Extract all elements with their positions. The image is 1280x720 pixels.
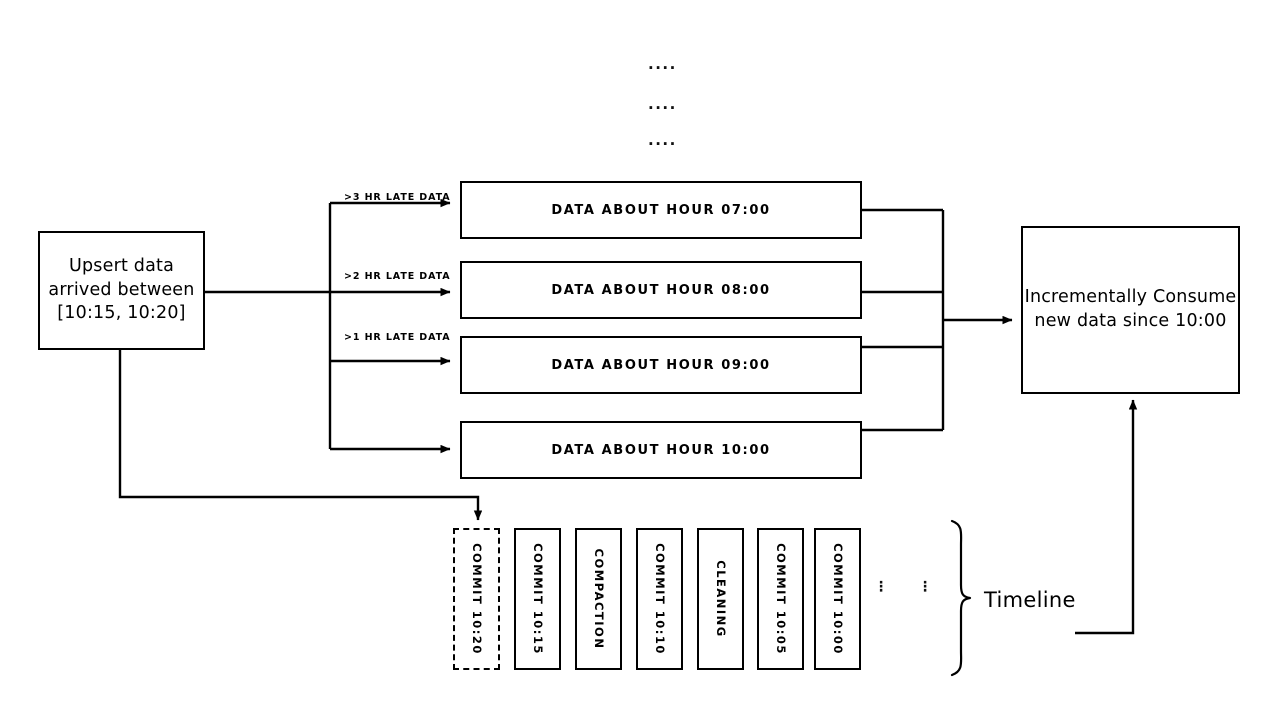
edge-timeline-to-consumer: [1075, 399, 1138, 635]
partition-box-hour-09-label: DATA ABOUT HOUR 09:00: [551, 357, 771, 373]
timeline-commit-10-15[interactable]: COMMIT 10:15: [514, 528, 561, 670]
timeline-commit-10-05-label: COMMIT 10:05: [773, 543, 788, 655]
source-node-line-3: [10:15, 10:20]: [57, 303, 186, 324]
timeline-brace: [950, 519, 972, 677]
timeline-cleaning[interactable]: CLEANING: [697, 528, 744, 670]
timeline-cleaning-label: CLEANING: [713, 560, 728, 638]
ellipsis-top-2: ....: [648, 95, 677, 113]
timeline-commit-10-00-label: COMMIT 10:00: [830, 543, 845, 655]
timeline-compaction-label: COMPACTION: [591, 548, 606, 650]
partition-box-hour-10[interactable]: DATA ABOUT HOUR 10:00: [460, 421, 862, 479]
timeline-ellipsis-right-glyph: ⋮: [918, 579, 932, 595]
timeline-commit-10-20-label: COMMIT 10:20: [469, 543, 484, 655]
consumer-node-line-1: Incrementally Consume: [1024, 287, 1237, 308]
source-node-line-1: Upsert data: [68, 256, 175, 277]
timeline-label: Timeline: [984, 588, 1076, 612]
partition-box-hour-07[interactable]: DATA ABOUT HOUR 07:00: [460, 181, 862, 239]
edge-label-1hr-late-data: >1 HR LATE DATA: [344, 332, 451, 343]
edge-label-3hr-late-data: >3 HR LATE DATA: [344, 192, 451, 203]
timeline-commit-10-10-label: COMMIT 10:10: [652, 543, 667, 655]
partition-box-hour-08[interactable]: DATA ABOUT HOUR 08:00: [460, 261, 862, 319]
consumer-node-incremental-consume[interactable]: Incrementally Consume new data since 10:…: [1021, 226, 1240, 394]
ellipsis-top-3: ....: [648, 131, 677, 149]
ellipsis-top-1: ....: [648, 55, 677, 73]
source-node-text: Upsert data arrived between [10:15, 10:2…: [48, 255, 194, 326]
timeline-commit-10-05[interactable]: COMMIT 10:05: [757, 528, 804, 670]
consumer-node-line-2: new data since 10:00: [1034, 311, 1227, 331]
partition-box-hour-10-label: DATA ABOUT HOUR 10:00: [551, 442, 771, 458]
timeline-commit-10-00[interactable]: COMMIT 10:00: [814, 528, 861, 670]
timeline-commit-10-20[interactable]: COMMIT 10:20: [453, 528, 500, 670]
consumer-node-text: Incrementally Consume new data since 10:…: [1025, 286, 1237, 333]
timeline-ellipsis-left: ⋮: [874, 579, 888, 595]
edge-label-2hr-late-data: >2 HR LATE DATA: [344, 271, 451, 282]
partition-box-hour-08-label: DATA ABOUT HOUR 08:00: [551, 282, 771, 298]
timeline-ellipsis-right: ⋮: [918, 579, 932, 595]
source-node-upsert-data[interactable]: Upsert data arrived between [10:15, 10:2…: [38, 231, 205, 350]
partition-box-hour-09[interactable]: DATA ABOUT HOUR 09:00: [460, 336, 862, 394]
timeline-compaction[interactable]: COMPACTION: [575, 528, 622, 670]
timeline-commit-10-15-label: COMMIT 10:15: [530, 543, 545, 655]
timeline-ellipsis-left-glyph: ⋮: [874, 579, 888, 595]
source-node-line-2: arrived between: [48, 279, 195, 300]
partition-box-hour-07-label: DATA ABOUT HOUR 07:00: [551, 202, 771, 218]
timeline-commit-10-10[interactable]: COMMIT 10:10: [636, 528, 683, 670]
edge-source-to-commit: [118, 350, 483, 521]
